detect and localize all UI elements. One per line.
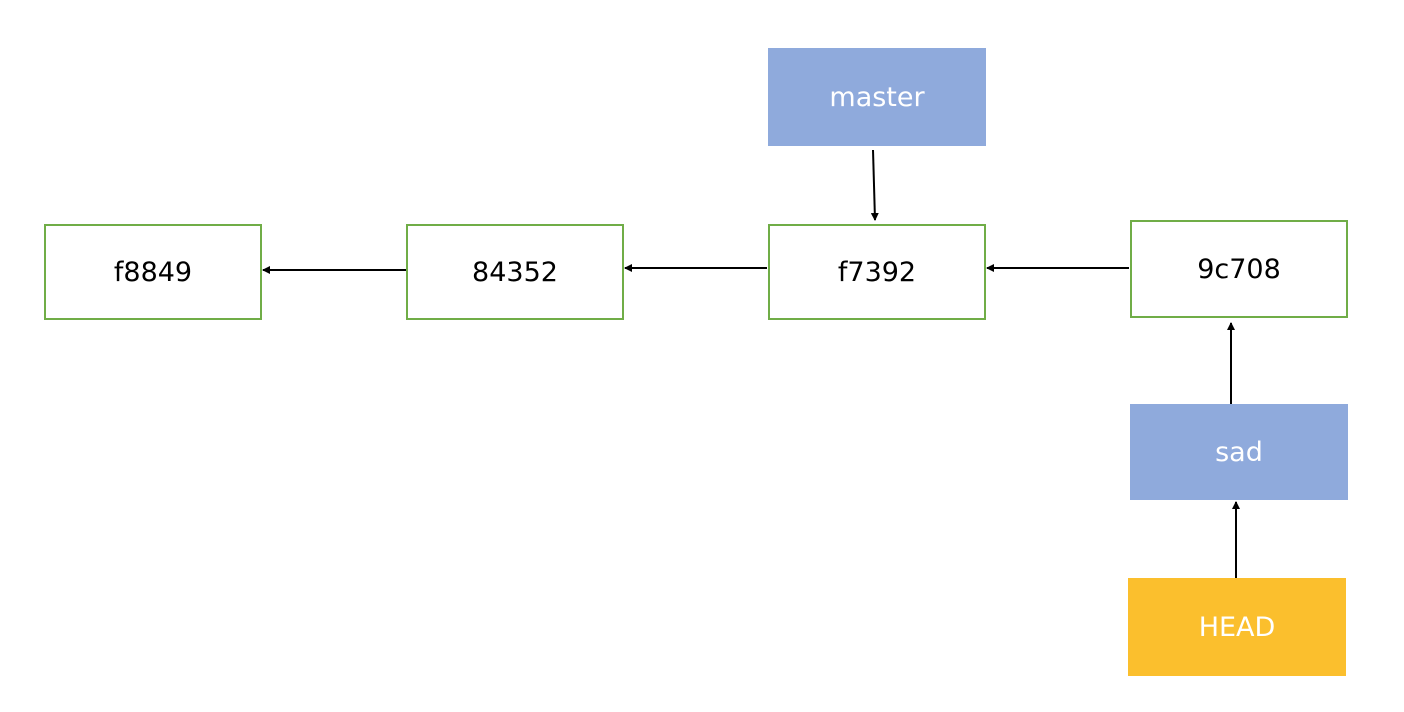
head-pointer: HEAD [1128,578,1346,676]
commit-f7392: f7392 [768,224,986,320]
commit-label: f8849 [113,256,193,288]
commit-label: 9c708 [1197,253,1281,285]
branch-sad: sad [1130,404,1348,500]
commit-9c708: 9c708 [1130,220,1348,318]
commit-84352: 84352 [406,224,624,320]
branch-label: master [829,81,925,113]
branch-master: master [768,48,986,146]
commit-label: f7392 [837,256,917,288]
branch-label: sad [1215,436,1263,468]
head-label: HEAD [1198,611,1276,643]
commit-f8849: f8849 [44,224,262,320]
commit-label: 84352 [472,256,558,288]
arrow-master-to-f7392 [870,149,879,221]
